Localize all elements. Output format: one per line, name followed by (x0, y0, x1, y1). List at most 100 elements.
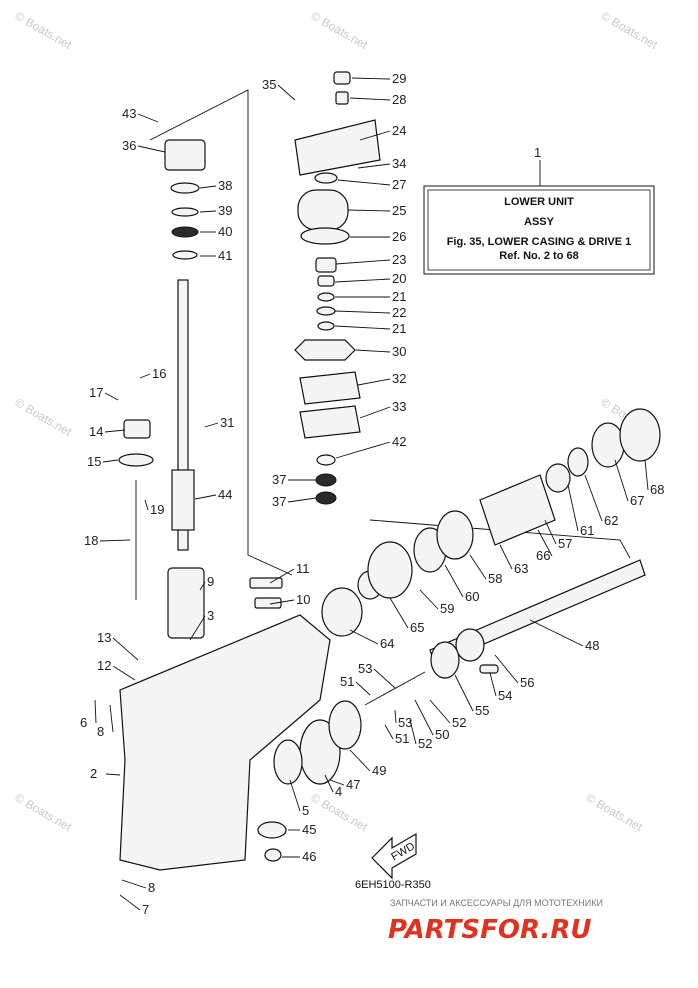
drive-shaft (177, 279, 189, 551)
callout-47: 47 (346, 777, 360, 792)
callout-leader (444, 564, 464, 598)
callout-leader (359, 406, 391, 419)
callout-leader (194, 494, 217, 500)
callout-leader (489, 672, 497, 697)
watermark: © Boats.net (584, 790, 646, 834)
callout-33: 33 (392, 399, 406, 414)
callout-leader (351, 77, 391, 80)
callout-leader (324, 774, 334, 793)
callout-leader (389, 597, 409, 629)
callout-leader (119, 894, 141, 911)
callout-leader (287, 497, 317, 503)
callout-62: 62 (604, 513, 618, 528)
callout-leader (334, 278, 391, 283)
callout-5: 5 (302, 803, 309, 818)
callout-63: 63 (514, 561, 528, 576)
info-box: 1 LOWER UNIT ASSY Fig. 35, LOWER CASING … (423, 145, 655, 275)
callout-58: 58 (488, 571, 502, 586)
callout-leader (137, 113, 159, 123)
callout-leader (529, 619, 584, 647)
drive-shaft-lower (171, 469, 195, 531)
callout-65: 65 (410, 620, 424, 635)
callout-20: 20 (392, 271, 406, 286)
callout-52: 52 (452, 715, 466, 730)
callout-40: 40 (218, 224, 232, 239)
callout-leader (337, 179, 391, 186)
callout-leader (409, 719, 417, 745)
callout-31: 31 (220, 415, 234, 430)
callout-leader (102, 459, 119, 463)
callout-leader (347, 209, 391, 212)
lower-casing-group (119, 577, 331, 871)
callout-66: 66 (536, 548, 550, 563)
callout-7: 7 (142, 902, 149, 917)
callout-59: 59 (440, 601, 454, 616)
callout-13: 13 (97, 630, 111, 645)
callout-leader (537, 529, 553, 557)
callout-21: 21 (392, 289, 406, 304)
info-line-3: Fig. 35, LOWER CASING & DRIVE 1 (447, 236, 632, 248)
callout-leader (94, 699, 97, 724)
callout-leader (105, 773, 121, 776)
callout-leader (112, 637, 139, 661)
callout-41: 41 (218, 248, 232, 263)
water-pump-group (294, 71, 381, 505)
callout-14: 14 (89, 424, 103, 439)
callout-leader (567, 484, 579, 532)
callout-34: 34 (392, 156, 406, 171)
info-line-1: LOWER UNIT (504, 196, 574, 208)
callout-leader (139, 373, 151, 379)
callout-leader (414, 699, 434, 736)
fwd-arrow: FWD (371, 832, 417, 880)
callout-43: 43 (122, 106, 136, 121)
callout-68: 68 (650, 482, 664, 497)
frame-lines (149, 89, 631, 576)
callout-leader (384, 724, 394, 740)
info-line-4: Ref. No. 2 to 68 (499, 250, 578, 262)
callout-leader (419, 589, 439, 610)
callout-leader (112, 665, 136, 681)
propeller-shaft-group (273, 408, 661, 785)
seal-68 (619, 408, 661, 462)
footer: ЗАПЧАСТИ И АКСЕССУАРЫ ДЛЯ МОТОТЕХНИКИ PA… (388, 898, 603, 945)
callout-24: 24 (392, 123, 406, 138)
callout-leader (189, 615, 206, 641)
callout-16: 16 (152, 366, 166, 381)
callout-leader (373, 668, 396, 689)
shim-64 (321, 587, 363, 637)
shift-rod-housing (123, 419, 151, 439)
callout-layer: 2345678891011121314151617181920212122232… (80, 71, 664, 917)
callout-54: 54 (498, 688, 512, 703)
callout-45: 45 (302, 822, 316, 837)
callout-37: 37 (272, 494, 286, 509)
callout-39: 39 (218, 203, 232, 218)
bearing-housing (164, 139, 206, 171)
callout-leader (644, 459, 649, 491)
callout-8: 8 (148, 880, 155, 895)
callout-leader (394, 709, 397, 724)
outer-plate-cartridge (299, 371, 361, 405)
callout-leader (429, 699, 451, 724)
callout-53: 53 (358, 661, 372, 676)
callout-28: 28 (392, 92, 406, 107)
watermark: © Boats.net (13, 395, 75, 439)
callout-11: 11 (296, 561, 310, 576)
sleeve (167, 567, 205, 639)
callout-leader (499, 544, 513, 570)
callout-leader (269, 568, 295, 584)
callout-37: 37 (272, 472, 286, 487)
callout-leader (349, 97, 391, 101)
shift-o-ring (118, 453, 154, 467)
washer (171, 207, 199, 217)
callout-leader (357, 163, 391, 169)
dog-clutch (430, 641, 460, 679)
o-ring (172, 250, 198, 260)
callout-60: 60 (465, 589, 479, 604)
callout-35: 35 (262, 77, 276, 92)
callout-67: 67 (630, 493, 644, 508)
callout-leader (469, 554, 487, 580)
callout-2: 2 (90, 766, 97, 781)
info-line-2: ASSY (524, 216, 555, 228)
callout-leader (355, 681, 371, 696)
